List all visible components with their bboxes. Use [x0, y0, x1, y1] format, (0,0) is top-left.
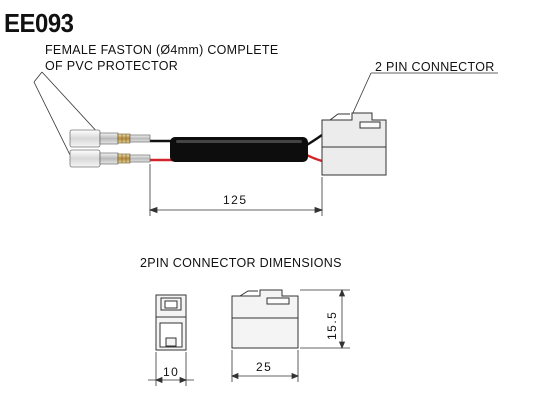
connector-front-view — [155, 294, 187, 351]
dimensions-title: 2PIN CONNECTOR DIMENSIONS — [140, 256, 342, 270]
faston-terminal-bottom — [69, 149, 151, 168]
side-width-value: 25 — [256, 360, 272, 374]
sleeve — [170, 137, 308, 162]
cable-length-value: 125 — [223, 193, 248, 207]
dimension-125 — [148, 164, 324, 216]
faston-label-line1: FEMALE FASTON (Ø4mm) COMPLETE — [45, 43, 279, 57]
terminal-tail — [129, 154, 151, 163]
faston-label-line2: OF PVC PROTECTOR — [45, 59, 179, 73]
side-height-value: 15.5 — [325, 311, 339, 340]
dimension-25 — [230, 350, 300, 382]
faston-leader-lines — [33, 71, 101, 160]
connector-label: 2 PIN CONNECTOR — [375, 60, 495, 74]
pvc-protector — [69, 129, 101, 148]
terminal-body — [99, 132, 119, 145]
two-pin-connector — [321, 112, 387, 176]
crimp-band — [117, 133, 131, 144]
connector-side-view — [231, 289, 299, 349]
product-code: EE093 — [4, 8, 74, 38]
pvc-protector — [69, 149, 101, 168]
crimp-band — [117, 153, 131, 164]
terminal-body — [99, 152, 119, 165]
sleeve-highlight — [176, 140, 302, 143]
terminal-tail — [129, 134, 151, 143]
faston-terminal-top — [69, 129, 151, 148]
front-width-value: 10 — [163, 365, 179, 379]
connector-leader-line — [351, 72, 498, 116]
dimension-10 — [148, 352, 194, 386]
dimension-15-5 — [300, 288, 350, 350]
